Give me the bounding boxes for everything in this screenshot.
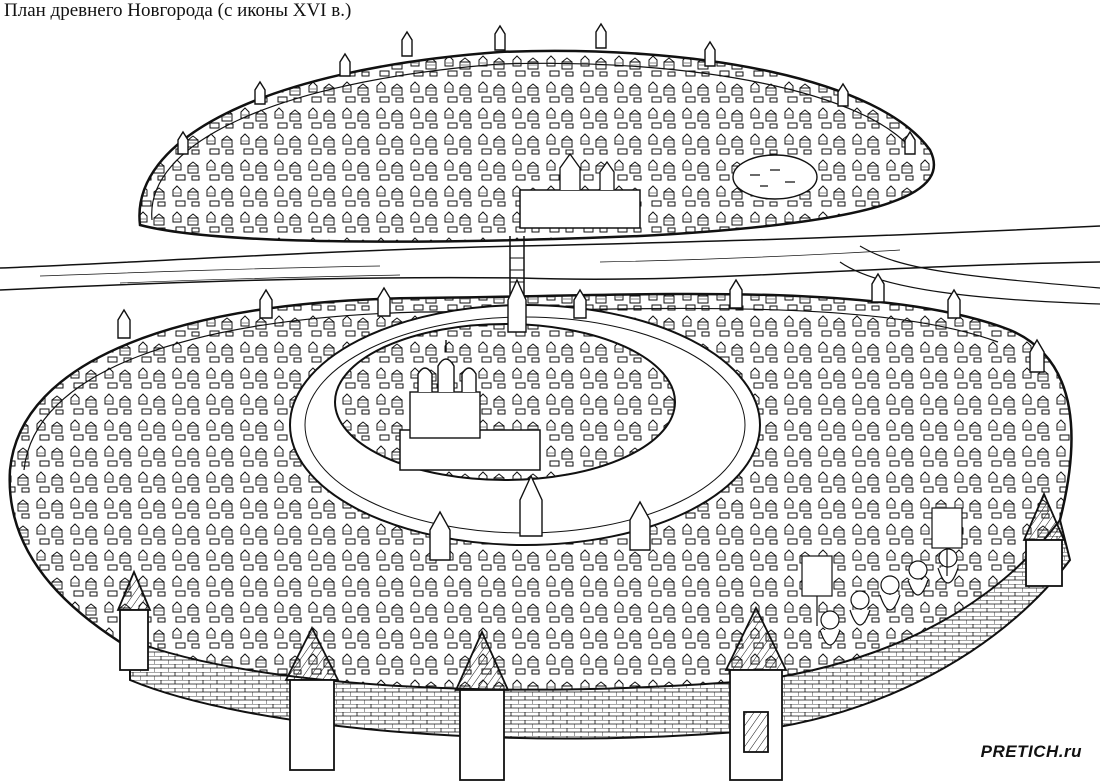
image-caption: План древнего Новгорода (с иконы XVI в.) [4,0,352,21]
watermark: PRETICH.ru [980,742,1082,761]
saints-procession [801,507,963,646]
trade-side-city [138,22,936,243]
sophia-side-city [8,272,1073,781]
sophia-cathedral [409,340,481,439]
